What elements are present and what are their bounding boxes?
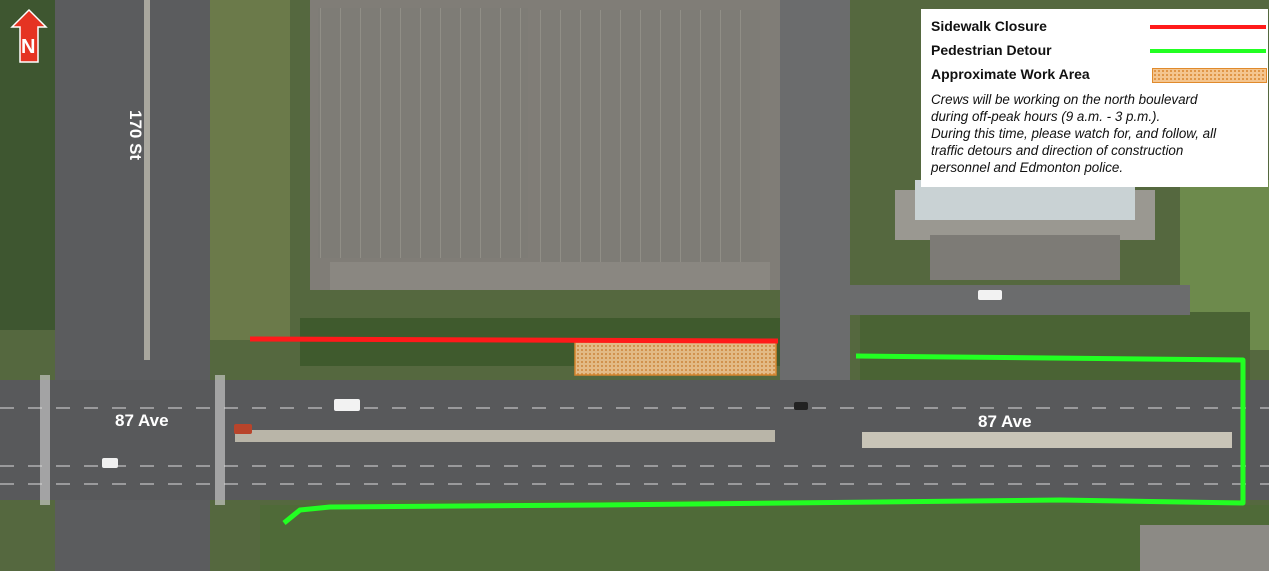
work-area-swatch: [1152, 68, 1267, 83]
label-87-ave-east: 87 Ave: [978, 412, 1032, 431]
access-road: [780, 0, 850, 385]
north-arrow-icon: N: [10, 8, 48, 63]
south-sidewalk-area: [260, 505, 1269, 571]
label-170-st: 170 St: [126, 110, 145, 160]
map-legend: Sidewalk Closure Pedestrian Detour Appro…: [921, 9, 1268, 187]
sidewalk-closure-swatch: [1150, 25, 1266, 29]
vehicle: [102, 458, 118, 468]
parking-bottom-lane: [330, 262, 770, 290]
legend-note: Crews will be working on the north boule…: [931, 92, 1217, 175]
vehicle: [978, 290, 1002, 300]
south-street: [60, 500, 210, 571]
legend-label: Approximate Work Area: [931, 66, 1090, 82]
vehicle: [334, 399, 360, 411]
parking-rows-2: [540, 10, 760, 265]
label-87-ave-west: 87 Ave: [115, 411, 169, 430]
legend-item-work-area: Approximate Work Area: [929, 63, 1267, 87]
legend-label: Pedestrian Detour: [931, 42, 1052, 58]
legend-item-pedestrian-detour: Pedestrian Detour: [929, 39, 1266, 63]
crosswalk-east: [215, 375, 225, 505]
legend-label: Sidewalk Closure: [931, 18, 1047, 34]
vehicle: [794, 402, 808, 410]
north-label: N: [21, 36, 35, 58]
parking-rows-1: [318, 8, 528, 258]
crosswalk-west: [40, 375, 50, 505]
avenue-median-east: [862, 432, 1232, 448]
pedestrian-detour-swatch: [1150, 49, 1266, 53]
vehicle: [234, 424, 252, 434]
east-access-road: [850, 285, 1190, 315]
avenue-median-west: [235, 430, 775, 442]
east-parking: [930, 235, 1120, 280]
grass-strip: [200, 0, 290, 340]
sidewalk-closure-line: [249, 336, 779, 344]
legend-item-sidewalk-closure: Sidewalk Closure: [929, 15, 1266, 39]
work-area: [574, 341, 777, 376]
north-boulevard-east: [860, 312, 1250, 387]
pedestrian-detour-line: [282, 353, 1246, 525]
southeast-building: [1140, 525, 1269, 571]
